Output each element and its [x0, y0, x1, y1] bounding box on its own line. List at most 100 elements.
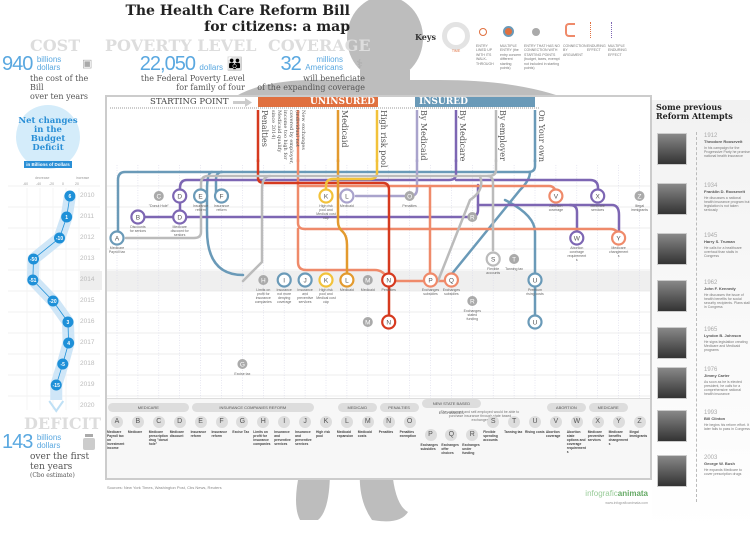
station-k[interactable]: [318, 188, 334, 204]
column-letter: G: [236, 416, 249, 428]
deficit-point: [27, 274, 39, 286]
deficit-note: (Cbo estimate): [30, 472, 75, 479]
station-u[interactable]: [527, 314, 543, 330]
x-tick: -20: [49, 182, 55, 186]
station-n[interactable]: [381, 272, 397, 288]
station-q[interactable]: [443, 272, 459, 288]
station-label: Flexible accounts: [486, 267, 501, 275]
poverty-value: 22,050: [139, 53, 196, 75]
station-s[interactable]: [485, 251, 501, 267]
station-i[interactable]: [276, 272, 292, 288]
station-v[interactable]: [548, 188, 564, 204]
station-j[interactable]: [297, 272, 313, 288]
cost-unit2: dollars: [36, 63, 61, 72]
station-x[interactable]: [590, 188, 606, 204]
line-label: New exchanges (individual not covered by…: [270, 110, 306, 165]
mortar-icon: ⚕: [356, 57, 364, 71]
station-letter: N: [386, 277, 391, 284]
column-letter: I: [278, 416, 291, 428]
cost-desc: the cost of the Bill: [30, 74, 89, 92]
station-letter: L: [345, 193, 349, 200]
reform-text: He signs legislation creating Medicare a…: [704, 339, 748, 352]
year-label: 2011: [80, 213, 94, 220]
route-by-employer: [241, 174, 272, 283]
station-l[interactable]: [339, 272, 355, 288]
station-b[interactable]: [130, 209, 146, 225]
station-d[interactable]: [172, 188, 188, 204]
deficit-point: [57, 358, 69, 370]
key-multiple-enduring-icon: [611, 22, 612, 38]
station-y[interactable]: [610, 230, 627, 246]
station-p[interactable]: [422, 272, 439, 288]
station-h[interactable]: [258, 275, 269, 285]
station-r[interactable]: [467, 296, 478, 306]
logo-part1: infografic: [585, 489, 618, 498]
station-label: Exchanges stated funding: [463, 309, 481, 321]
year-label: 2010: [80, 192, 95, 199]
station-letter: P: [428, 277, 432, 284]
station-l[interactable]: [339, 188, 355, 204]
reform-text: He discusses a national health insurance…: [704, 195, 750, 212]
station-w[interactable]: [569, 230, 585, 246]
station-a[interactable]: [109, 230, 125, 246]
station-m[interactable]: [362, 317, 373, 327]
increase-label: increase: [76, 176, 90, 180]
column-title: Rising costs: [525, 430, 545, 434]
key-text: MULTIPLE ENDURING EFFECT: [608, 44, 627, 57]
station-letter: L: [345, 277, 349, 284]
column-letter: B: [131, 416, 144, 428]
x-tick: -60: [23, 182, 29, 186]
column-title: Medicaid expansion: [336, 430, 354, 438]
station-letter: W: [574, 235, 581, 242]
station-f[interactable]: [213, 188, 230, 204]
president-name: George W. Bush: [704, 461, 735, 466]
station-label: High risk pool and Medical cost cap: [316, 204, 336, 220]
station-u[interactable]: [527, 272, 543, 288]
coverage-desc: will beneficiate: [303, 74, 365, 83]
key-entry-icon: [479, 28, 487, 36]
station-m[interactable]: [362, 275, 373, 285]
station-z[interactable]: [634, 191, 645, 201]
reform-year: 1962: [704, 280, 718, 286]
column-letter: A: [111, 416, 123, 428]
station-e[interactable]: [193, 188, 209, 204]
station-label: Insurance reform: [213, 204, 230, 212]
station-letter: X: [596, 193, 601, 200]
station-letter: B: [136, 214, 140, 221]
poverty-unit: dollars: [199, 63, 223, 72]
station-letter: M: [365, 319, 370, 326]
station-label: Excise tax: [234, 372, 251, 376]
station-g[interactable]: [237, 359, 248, 369]
deficit-chart-header: Net changes in the Budget Deficit in Bil…: [16, 105, 80, 169]
keys-label: Keys: [415, 32, 437, 42]
poverty-stat: POVERTY LEVEL 22,050 dollars 👪 the Feder…: [105, 38, 257, 93]
reform-year: 1912: [704, 133, 718, 139]
deficit-value-label: -50: [30, 257, 37, 263]
president-name: Lyndon B. Johnson: [704, 333, 742, 338]
year-label: 2015: [80, 297, 95, 304]
time-label: TIME: [451, 49, 461, 53]
station-label: Penalties: [402, 204, 417, 208]
station-t[interactable]: [509, 254, 520, 264]
station-r[interactable]: [467, 212, 478, 222]
column-title: Abortion coverage: [545, 430, 561, 438]
coverage-unit: millions: [316, 55, 343, 64]
station-k[interactable]: [318, 272, 334, 288]
station-letter: A: [115, 235, 120, 242]
station-d[interactable]: [172, 209, 188, 225]
column-letter: D: [173, 416, 186, 428]
station-o[interactable]: [404, 191, 415, 201]
station-c[interactable]: [153, 191, 164, 201]
cost-value: 940: [2, 53, 33, 75]
uninsured-bar: UNINSURED: [258, 97, 378, 107]
category-header: INSURANCE COMPANIES REFORM: [191, 403, 315, 412]
station-n[interactable]: [381, 314, 397, 330]
